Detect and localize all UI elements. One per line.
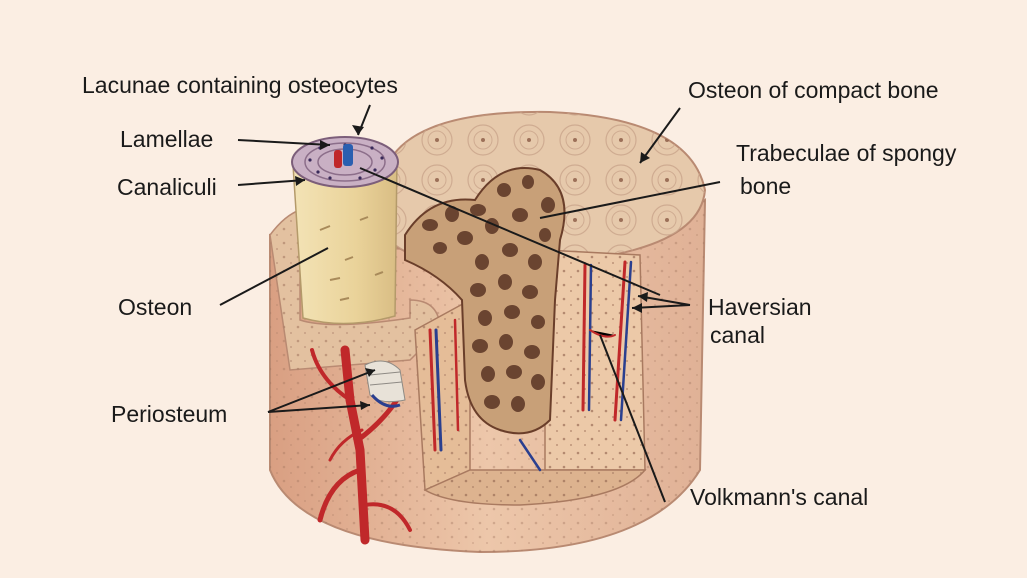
- label-canaliculi: Canaliculi: [117, 174, 217, 200]
- spongy-bone: [404, 167, 566, 435]
- osteon-cylinder: [291, 136, 399, 325]
- label-osteon-compact-bone: Osteon of compact bone: [688, 77, 939, 103]
- label-lamellae: Lamellae: [120, 126, 214, 152]
- leader-lines: [219, 104, 721, 503]
- label-volkmann-canal: Volkmann's canal: [690, 484, 869, 510]
- label-haversian-line1: Haversian: [708, 294, 812, 320]
- label-lacunae: Lacunae containing osteocytes: [82, 72, 398, 98]
- label-periosteum: Periosteum: [111, 401, 228, 427]
- periosteum-layer: [364, 360, 406, 408]
- label-trabeculae-line2: bone: [740, 173, 792, 199]
- leader-arrowheads: [295, 125, 650, 410]
- cutaway-walls: [414, 249, 647, 506]
- label-osteon: Osteon: [118, 294, 193, 320]
- label-haversian-line2: canal: [710, 322, 765, 348]
- label-trabeculae-line1: Trabeculae of spongy: [736, 140, 957, 166]
- interior-vessels: [428, 260, 633, 472]
